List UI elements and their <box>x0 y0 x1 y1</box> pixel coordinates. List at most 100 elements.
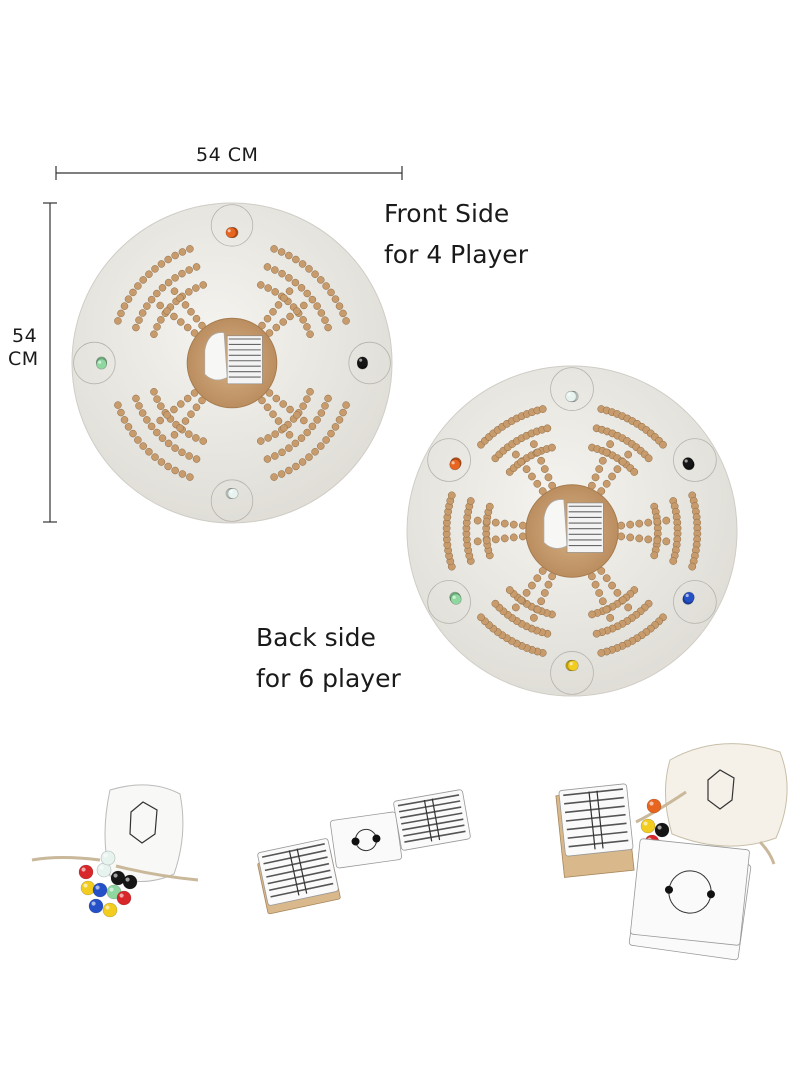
peg-hole <box>185 288 193 296</box>
marble-highlight <box>95 885 100 890</box>
home-bin <box>348 341 391 385</box>
peg-hole <box>303 289 311 298</box>
marble-white <box>565 390 577 403</box>
peg-hole <box>271 266 279 274</box>
marble-green <box>450 593 462 605</box>
peg-hole <box>139 442 147 450</box>
card-dot <box>372 834 381 843</box>
peg-hole <box>608 472 616 481</box>
front-side-caption-line1: Front Side <box>384 199 510 228</box>
peg-hole <box>529 613 538 622</box>
marble-black <box>654 822 670 838</box>
card-stripe <box>398 800 461 813</box>
peg-hole <box>171 251 179 260</box>
peg-hole <box>277 470 286 478</box>
card-stripe <box>596 790 604 849</box>
peg-hole <box>608 581 616 590</box>
peg-hole <box>466 497 475 505</box>
peg-hole <box>653 536 662 545</box>
peg-hole <box>298 260 307 268</box>
peg-hole <box>313 416 321 424</box>
peg-hole <box>171 444 179 452</box>
drawstring <box>31 856 199 882</box>
peg-hole <box>618 457 627 466</box>
peg-hole <box>178 470 187 478</box>
peg-hole <box>170 431 179 439</box>
peg-hole <box>324 323 332 332</box>
peg-hole <box>143 302 151 310</box>
peg-hole <box>178 448 186 457</box>
peg-hole <box>265 389 274 397</box>
peg-hole <box>491 535 500 544</box>
peg-hole <box>291 439 300 448</box>
peg-hole <box>279 318 287 326</box>
peg-hole <box>688 562 697 571</box>
peg-hole <box>151 453 159 461</box>
peg-hole <box>300 416 308 425</box>
peg-hole <box>114 317 122 325</box>
peg-hole <box>293 411 301 419</box>
peg-hole <box>286 312 294 321</box>
marble-highlight <box>99 865 104 870</box>
peg-hole <box>543 424 552 433</box>
marble-highlight <box>91 901 96 906</box>
peg-hole <box>473 516 482 525</box>
peg-hole <box>317 276 325 284</box>
home-bin <box>673 438 717 482</box>
peg-hole <box>274 417 283 425</box>
marble-red <box>78 864 94 880</box>
marble-highlight <box>103 853 108 858</box>
peg-hole <box>544 473 553 482</box>
peg-hole <box>339 408 347 417</box>
back-board-6-player <box>406 365 738 697</box>
card-stripe <box>564 805 625 814</box>
peg-hole <box>606 613 615 622</box>
peg-hole <box>199 281 207 289</box>
peg-hole <box>150 388 158 396</box>
peg-hole <box>151 265 159 273</box>
peg-hole <box>298 458 307 466</box>
center-card-stack <box>566 502 604 553</box>
peg-hole <box>624 603 633 612</box>
back-side-caption-line1: Back side <box>256 623 376 652</box>
peg-hole <box>321 316 329 324</box>
peg-hole <box>308 295 317 304</box>
peg-hole <box>263 455 272 463</box>
peg-hole <box>192 314 201 323</box>
peg-hole <box>143 416 151 424</box>
peg-hole <box>517 596 526 605</box>
home-bin <box>550 651 594 695</box>
width-dimension-line <box>55 166 403 180</box>
peg-hole <box>500 534 509 543</box>
peg-hole <box>134 282 142 290</box>
peg-hole <box>199 437 207 445</box>
peg-hole <box>299 402 307 410</box>
peg-hole <box>164 462 172 471</box>
card-stripe <box>268 876 332 892</box>
peg-hole <box>185 430 193 438</box>
peg-hole <box>308 422 317 431</box>
peg-hole <box>509 520 518 529</box>
marble-green <box>96 358 107 370</box>
peg-hole <box>263 314 272 323</box>
bag-logo-icon <box>129 801 158 844</box>
cloth-bag <box>104 784 184 883</box>
peg-hole <box>265 329 274 337</box>
peg-hole <box>129 429 137 438</box>
peg-hole <box>286 405 294 414</box>
peg-hole <box>285 274 293 282</box>
back-side-caption-line2: for 6 player <box>256 664 401 693</box>
peg-hole <box>644 454 653 463</box>
peg-hole <box>156 301 164 310</box>
height-dimension-label-number: 54 <box>12 325 38 347</box>
peg-hole <box>491 518 500 527</box>
peg-hole <box>522 465 531 474</box>
peg-hole <box>139 276 147 284</box>
marble-highlight <box>227 229 231 233</box>
peg-hole <box>171 466 179 475</box>
marble-blue <box>92 882 108 898</box>
card-stripe <box>264 856 328 872</box>
peg-hole <box>533 605 542 614</box>
peg-hole <box>331 295 340 303</box>
card-deck <box>393 789 471 851</box>
